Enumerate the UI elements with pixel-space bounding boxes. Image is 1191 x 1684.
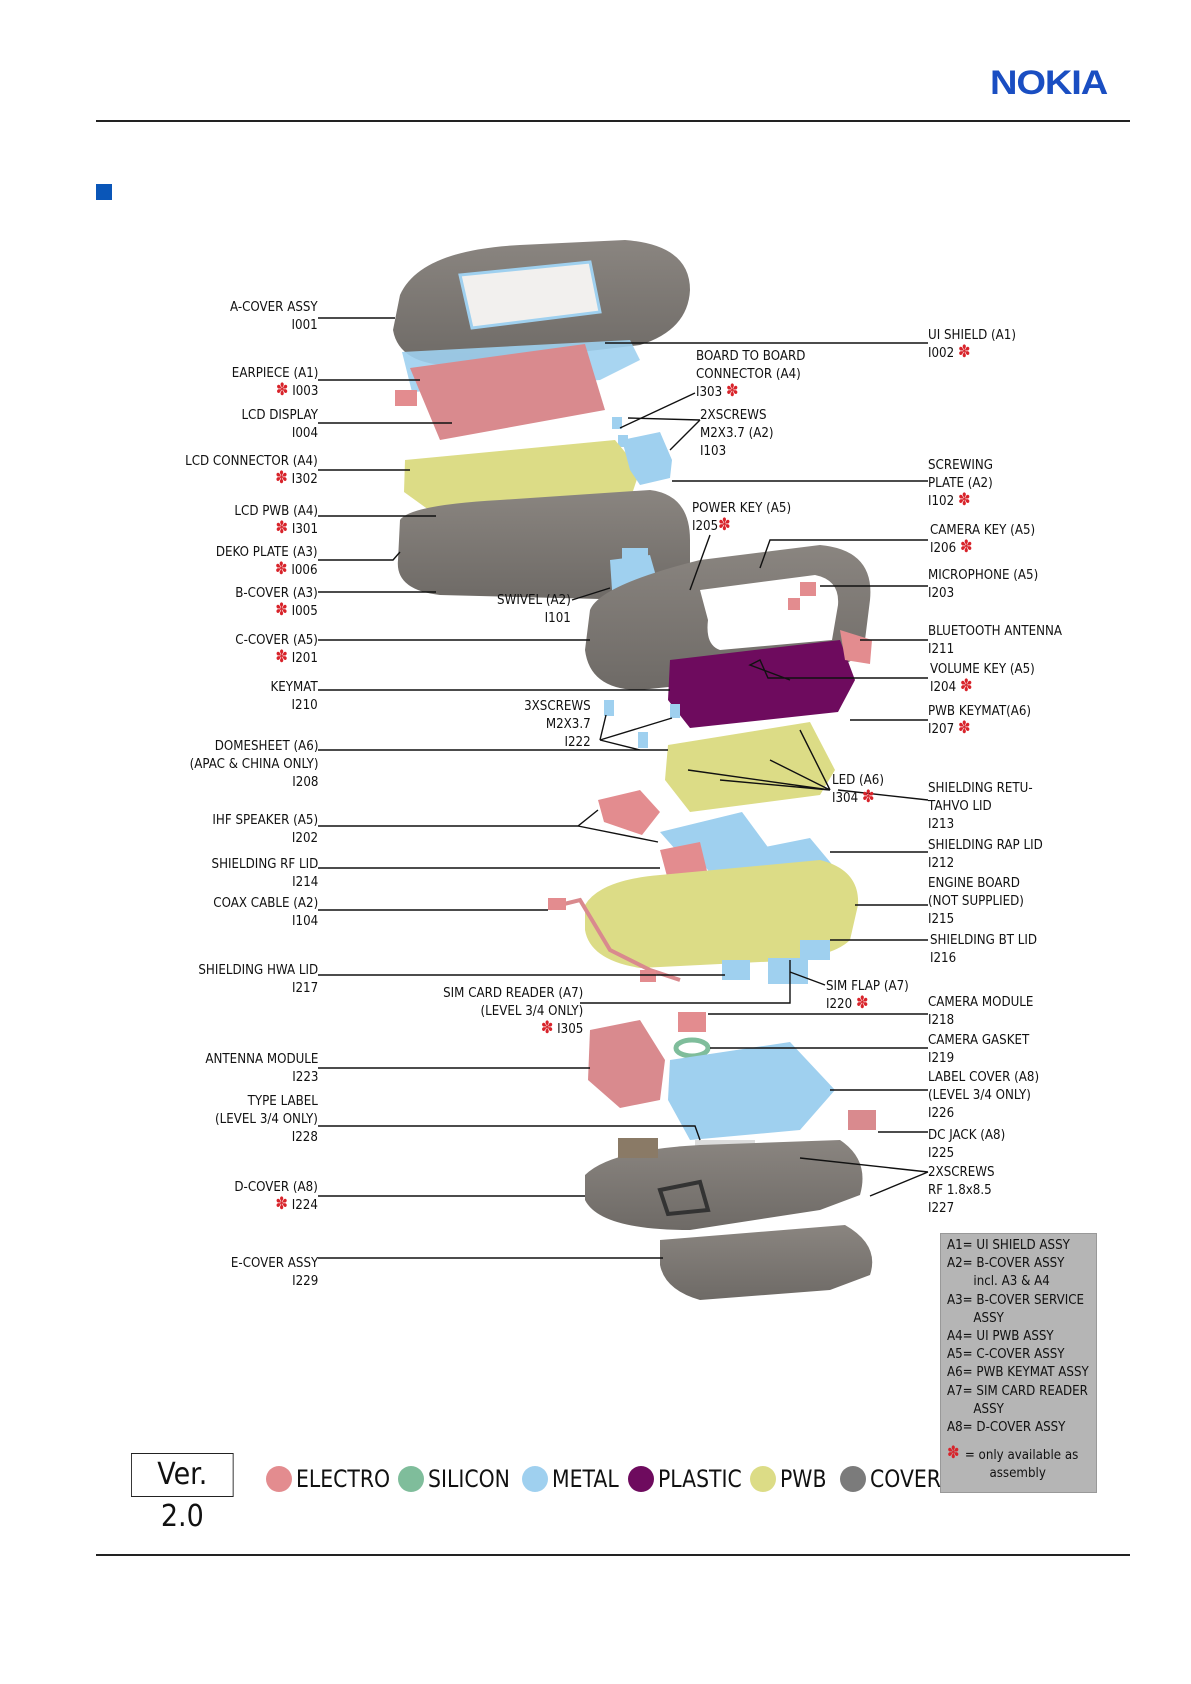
label-microphone: MICROPHONE (A5)I203 bbox=[928, 567, 1039, 601]
part-d-cover bbox=[585, 1138, 863, 1230]
label-domesheet: DOMESHEET (A6)(APAC & CHINA ONLY)I208 bbox=[189, 738, 318, 790]
part-small-keys bbox=[788, 582, 872, 664]
part-a-cover bbox=[393, 240, 690, 366]
legend-silicon: SILICON bbox=[398, 1464, 524, 1494]
nokia-logo: NOKIA bbox=[990, 64, 1108, 102]
part-engine-board bbox=[548, 860, 859, 982]
label-coax-cable: COAX CABLE (A2)I104 bbox=[213, 895, 318, 929]
metal-swatch-icon bbox=[522, 1466, 548, 1492]
pwb-swatch-icon bbox=[750, 1466, 776, 1492]
star-icon: ✽ bbox=[275, 600, 289, 620]
label-lcd-connector: LCD CONNECTOR (A4)✽ I302 bbox=[185, 453, 318, 488]
label-dc-jack: DC JACK (A8)I225 bbox=[928, 1127, 1006, 1161]
label-earpiece: EARPIECE (A1)✽ I003 bbox=[231, 365, 318, 400]
part-screwing-plate bbox=[622, 432, 672, 485]
star-icon: ✽ bbox=[957, 342, 971, 362]
label-ihf-speaker: IHF SPEAKER (A5)I202 bbox=[212, 812, 318, 846]
section-bullet bbox=[96, 184, 112, 200]
label-volume-key: VOLUME KEY (A5)I204 ✽ bbox=[930, 661, 1035, 696]
label-d-cover: D-COVER (A8)✽ I224 bbox=[234, 1179, 318, 1214]
star-icon: ✽ bbox=[275, 647, 289, 667]
legend-plastic: PLASTIC bbox=[628, 1464, 757, 1494]
star-icon: ✽ bbox=[725, 381, 739, 401]
part-dc-jack bbox=[848, 1110, 876, 1130]
label-pwb-keymat: PWB KEYMAT(A6)I207 ✽ bbox=[928, 703, 1032, 738]
star-icon: ✽ bbox=[275, 1194, 289, 1214]
footer-rule bbox=[96, 1554, 1130, 1556]
version-box: Ver. 2.0 bbox=[131, 1453, 234, 1534]
cover-swatch-icon bbox=[840, 1466, 866, 1492]
assembly-key-box: A1= UI SHIELD ASSY A2= B-COVER ASSY incl… bbox=[940, 1233, 1097, 1493]
legend-metal: METAL bbox=[522, 1464, 630, 1494]
part-pwb-keymat bbox=[665, 722, 835, 812]
star-icon: ✽ bbox=[959, 537, 973, 557]
star-icon: ✽ bbox=[275, 518, 289, 538]
label-sim-flap: SIM FLAP (A7)I220 ✽ bbox=[826, 978, 909, 1013]
part-shields-lower bbox=[640, 940, 830, 984]
silicon-swatch-icon bbox=[398, 1466, 424, 1492]
legend-cover: COVER bbox=[840, 1464, 953, 1494]
label-label-cover: LABEL COVER (A8)(LEVEL 3/4 ONLY)I226 bbox=[928, 1069, 1040, 1121]
label-lcd-pwb: LCD PWB (A4)✽ I301 bbox=[234, 503, 318, 538]
legend-pwb: PWB bbox=[750, 1464, 835, 1494]
star-icon: ✽ bbox=[718, 515, 731, 535]
star-icon: ✽ bbox=[957, 718, 971, 738]
part-antenna-module bbox=[588, 1020, 665, 1108]
part-screws-3x bbox=[604, 700, 680, 748]
part-label-cover bbox=[668, 1042, 835, 1140]
label-camera-key: CAMERA KEY (A5)I206 ✽ bbox=[930, 522, 1036, 557]
part-ihf-speaker bbox=[598, 790, 660, 835]
label-deko-plate: DEKO PLATE (A3)✽ I006 bbox=[216, 544, 318, 579]
part-lcd-display bbox=[410, 344, 605, 440]
star-icon: ✽ bbox=[947, 1443, 960, 1464]
star-icon: ✽ bbox=[855, 993, 869, 1013]
part-e-cover bbox=[660, 1225, 873, 1300]
label-engine-board: ENGINE BOARD(NOT SUPPLIED)I215 bbox=[928, 875, 1024, 927]
label-c-cover: C-COVER (A5)✽ I201 bbox=[235, 632, 318, 667]
star-icon: ✽ bbox=[957, 490, 971, 510]
label-type-label: TYPE LABEL(LEVEL 3/4 ONLY)I228 bbox=[215, 1093, 318, 1145]
star-icon: ✽ bbox=[275, 559, 289, 579]
label-swivel: SWIVEL (A2)I101 bbox=[497, 592, 571, 626]
part-camera bbox=[673, 1012, 711, 1059]
electro-swatch-icon bbox=[266, 1466, 292, 1492]
legend-electro: ELECTRO bbox=[266, 1464, 407, 1494]
star-icon: ✽ bbox=[959, 676, 973, 696]
label-led: LED (A6)I304 ✽ bbox=[832, 772, 885, 807]
label-ui-shield: UI SHIELD (A1)I002 ✽ bbox=[928, 327, 1016, 362]
header-rule bbox=[96, 120, 1130, 122]
plastic-swatch-icon bbox=[628, 1466, 654, 1492]
star-icon: ✽ bbox=[861, 787, 875, 807]
star-icon: ✽ bbox=[540, 1018, 554, 1038]
star-icon: ✽ bbox=[275, 468, 289, 488]
leader-lines bbox=[318, 317, 929, 1259]
star-icon: ✽ bbox=[275, 380, 289, 400]
label-sim-card-reader: SIM CARD READER (A7)(LEVEL 3/4 ONLY)✽ I3… bbox=[442, 985, 583, 1038]
label-b-cover: B-COVER (A3)✽ I005 bbox=[235, 585, 319, 620]
part-keymat bbox=[668, 640, 855, 728]
label-power-key: POWER KEY (A5)I205✽ bbox=[692, 500, 792, 535]
